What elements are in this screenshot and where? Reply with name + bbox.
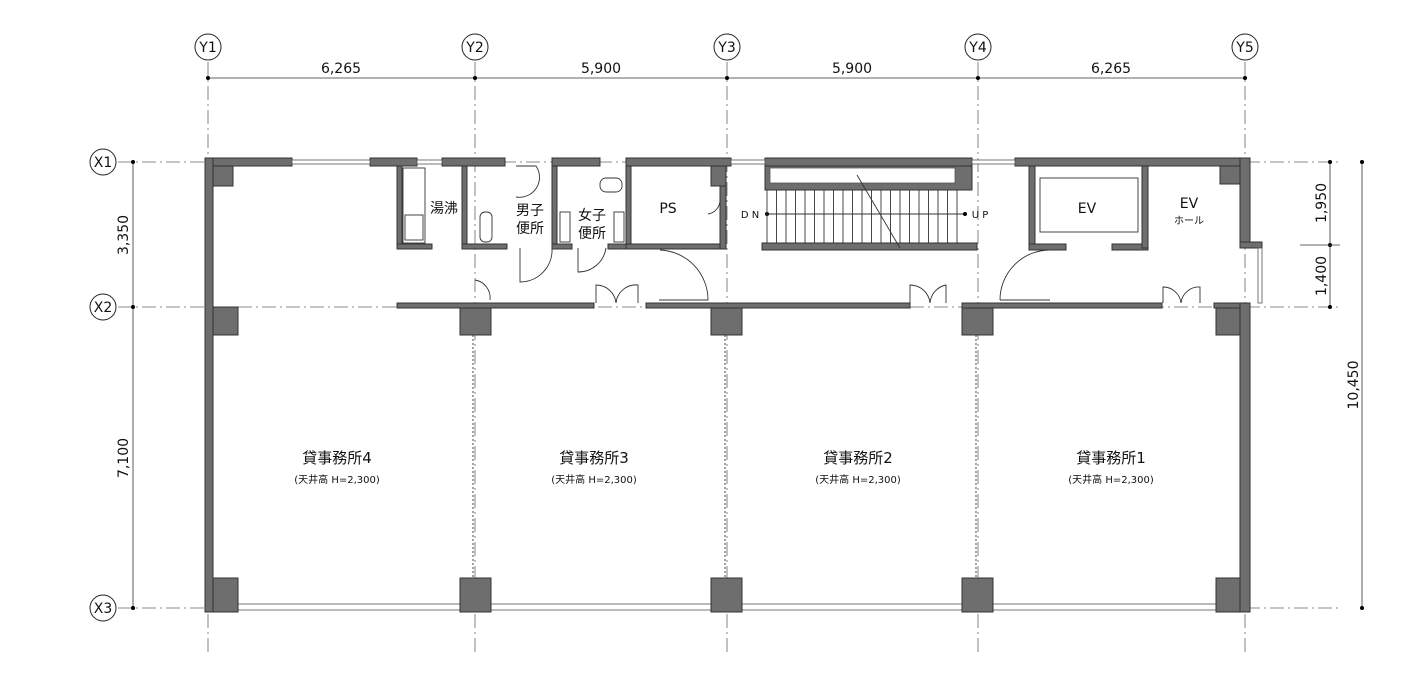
grid-bubble-X3: X3 <box>89 594 117 622</box>
mens-toilet-label: 便所 <box>516 221 544 237</box>
office-labels: 貸事務所4 (天井高 H=2,300) 貸事務所3 (天井高 H=2,300) … <box>294 449 1154 486</box>
grid-bubble-Y2: Y2 <box>461 33 489 61</box>
office-3-name: 貸事務所3 <box>559 449 629 467</box>
core-fixtures <box>402 165 1201 304</box>
office-2-ceiling: (天井高 H=2,300) <box>815 473 901 486</box>
svg-text:Y2: Y2 <box>465 40 483 56</box>
ev-hall-label: EV <box>1180 196 1199 212</box>
grid-bubble-X2: X2 <box>89 293 117 321</box>
top-dimension-line: 6,265 5,900 5,900 6,265 <box>206 61 1247 80</box>
stair-down-label: D N <box>741 210 759 221</box>
womens-toilet-label: 便所 <box>578 226 606 242</box>
dimension-label: 5,900 <box>832 61 872 77</box>
ps-label: PS <box>659 201 676 217</box>
office-4-name: 貸事務所4 <box>302 449 372 467</box>
dimension-label: 5,900 <box>581 61 621 77</box>
dimension-label: 1,950 <box>1314 183 1330 223</box>
room-labels: 湯沸 男子 便所 女子 便所 PS D N U P EV EV ホール <box>430 196 1204 242</box>
right-dimension-line: 1,950 1,400 10,450 <box>1300 160 1364 610</box>
office-1-ceiling: (天井高 H=2,300) <box>1068 473 1154 486</box>
svg-text:X1: X1 <box>94 155 113 171</box>
corridor-wall <box>396 302 1241 309</box>
svg-text:Y1: Y1 <box>198 40 216 56</box>
columns <box>212 306 1241 613</box>
dimension-label: 6,265 <box>1091 61 1131 77</box>
kettle-room-label: 湯沸 <box>430 200 458 217</box>
grid-bubble-Y4: Y4 <box>964 33 992 61</box>
svg-text:Y3: Y3 <box>717 40 735 56</box>
ev-hall-label: ホール <box>1174 215 1204 227</box>
staircase <box>765 174 967 249</box>
stair-up-label: U P <box>972 210 989 221</box>
dimension-label: 1,400 <box>1314 256 1330 296</box>
office-3-ceiling: (天井高 H=2,300) <box>551 473 637 486</box>
left-dimension-line: 3,350 7,100 <box>116 160 135 610</box>
svg-text:Y4: Y4 <box>968 40 987 56</box>
svg-text:X2: X2 <box>94 300 113 316</box>
dimension-label: 6,265 <box>321 61 361 77</box>
office-4-ceiling: (天井高 H=2,300) <box>294 473 380 486</box>
grid-bubble-Y3: Y3 <box>713 33 741 61</box>
womens-toilet-label: 女子 <box>578 207 606 224</box>
office-2-name: 貸事務所2 <box>823 449 893 467</box>
svg-text:Y5: Y5 <box>1235 40 1253 56</box>
grid-bubble-Y5: Y5 <box>1231 33 1259 61</box>
dimension-label: 10,450 <box>1346 361 1362 410</box>
core-walls <box>396 165 1149 251</box>
grid-lines <box>118 62 1340 655</box>
mens-toilet-label: 男子 <box>516 203 544 219</box>
dimension-label: 3,350 <box>116 215 132 255</box>
dimension-label: 7,100 <box>116 438 132 478</box>
office-1-name: 貸事務所1 <box>1076 449 1146 467</box>
grid-bubble-Y1: Y1 <box>194 33 222 61</box>
elevator-label: EV <box>1078 201 1097 217</box>
exterior-walls <box>204 157 1263 613</box>
grid-bubble-X1: X1 <box>89 148 117 176</box>
svg-text:X3: X3 <box>94 601 113 617</box>
